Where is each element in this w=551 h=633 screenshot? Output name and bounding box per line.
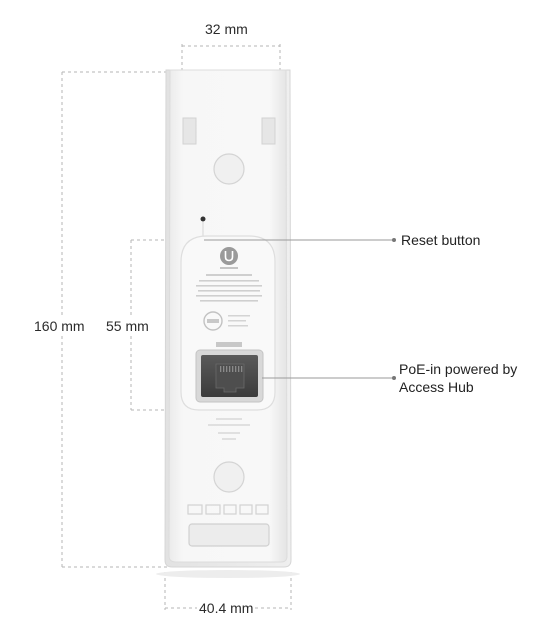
mount-clip-left — [182, 117, 197, 145]
callout-lines — [204, 238, 396, 380]
poe-port-label-line1: PoE-in powered by — [399, 361, 518, 377]
unifi-logo-icon — [220, 247, 238, 269]
dimension-label-height: 55 mm — [104, 318, 151, 334]
screw-hole-bottom — [213, 461, 245, 493]
regulatory-marks-icon — [187, 504, 269, 515]
reset-button[interactable] — [200, 216, 206, 222]
screw-hole-top — [213, 153, 245, 185]
embossed-text — [208, 418, 250, 440]
dimension-bottom-width: 40.4 mm — [197, 600, 256, 616]
dimension-top-width: 32 mm — [203, 21, 250, 37]
port-label — [216, 342, 242, 347]
device-shadow — [156, 570, 300, 578]
dimension-total-height: 160 mm — [32, 318, 87, 334]
reset-button-label: Reset button — [401, 232, 481, 248]
spec-text-lines — [196, 274, 262, 302]
mount-clip-right — [261, 117, 276, 145]
bottom-slot — [188, 523, 270, 547]
port-pins — [220, 366, 243, 372]
poe-port-label-line2: Access Hub — [399, 379, 474, 395]
certification-mark-icon — [203, 311, 250, 331]
